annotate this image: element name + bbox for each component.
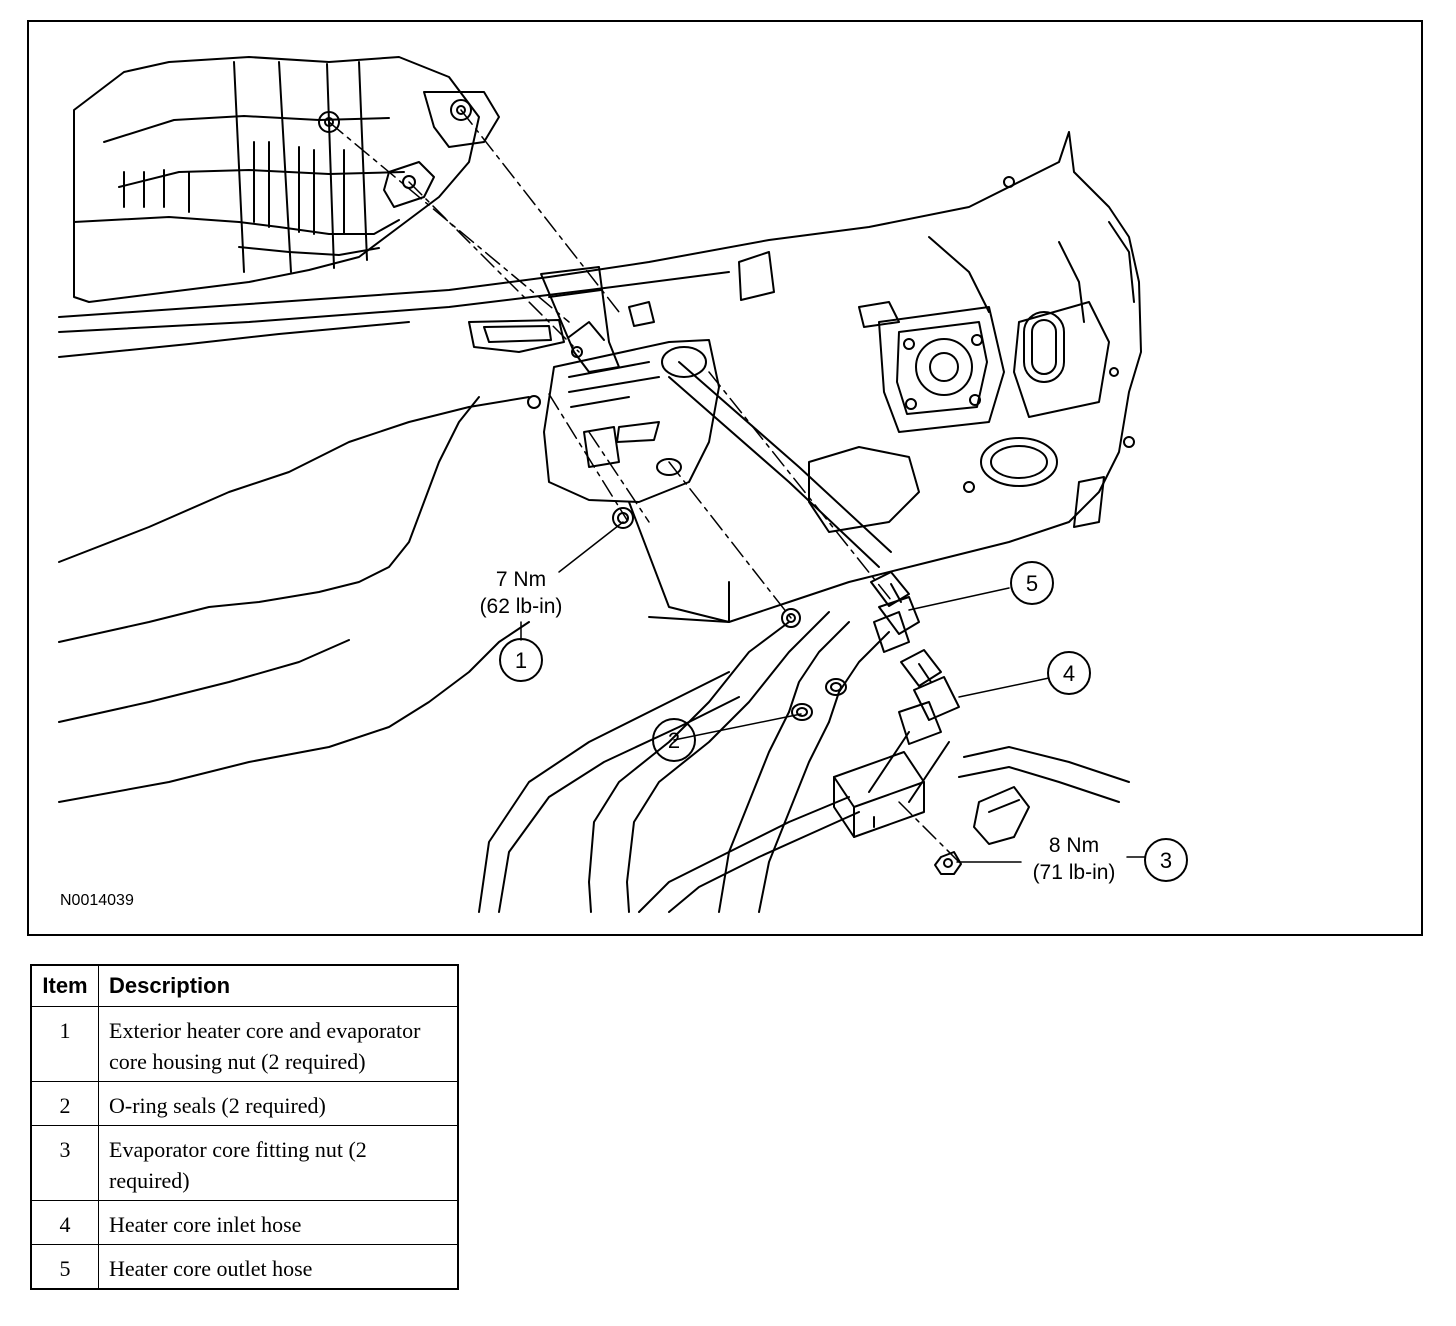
torque-label-1-lbin: (62 lb-in) bbox=[480, 595, 563, 618]
housing-nut-2 bbox=[781, 608, 801, 628]
legend-row: 4 Heater core inlet hose bbox=[30, 1200, 459, 1245]
legend-item-number: 5 bbox=[30, 1244, 99, 1290]
refrigerant-lines bbox=[478, 361, 892, 913]
legend-item-number: 3 bbox=[30, 1125, 99, 1201]
callout-circle-5 bbox=[1010, 561, 1054, 605]
legend-item-number: 1 bbox=[30, 1006, 99, 1082]
legend-item-number: 4 bbox=[30, 1200, 99, 1245]
torque-label-3-lbin: (71 lb-in) bbox=[1033, 861, 1116, 884]
callout-circle-4 bbox=[1047, 651, 1091, 695]
diagram-frame: 7 Nm (62 lb-in) 8 Nm (71 lb-in) 1 2 3 4 … bbox=[27, 20, 1423, 936]
legend-row: 3 Evaporator core fitting nut (2 require… bbox=[30, 1125, 459, 1201]
callout-number-1: 1 bbox=[515, 648, 527, 673]
pressure-switch bbox=[973, 786, 1030, 845]
callout-number-5: 5 bbox=[1026, 571, 1038, 596]
torque-label-1-nm: 7 Nm bbox=[496, 568, 546, 591]
blower-housing bbox=[73, 56, 500, 303]
figure-id: N0014039 bbox=[60, 892, 134, 909]
heater-core-diagram: 7 Nm (62 lb-in) 8 Nm (71 lb-in) 1 2 3 4 … bbox=[58, 56, 1188, 913]
legend-item-description: O-ring seals (2 required) bbox=[98, 1081, 459, 1126]
evaporator-core-block bbox=[833, 751, 925, 838]
callout-circle-1 bbox=[499, 638, 543, 682]
callout-number-3: 3 bbox=[1160, 848, 1172, 873]
legend-row: 2 O-ring seals (2 required) bbox=[30, 1081, 459, 1126]
legend-header-description: Description bbox=[98, 964, 459, 1007]
callout-number-4: 4 bbox=[1063, 661, 1075, 686]
legend-item-number: 2 bbox=[30, 1081, 99, 1126]
fitting-nut bbox=[934, 851, 962, 875]
legend-item-description: Evaporator core fitting nut (2 required) bbox=[98, 1125, 459, 1201]
legend-item-description: Heater core outlet hose bbox=[98, 1244, 459, 1290]
legend-row: 1 Exterior heater core and evaporator co… bbox=[30, 1006, 459, 1082]
dash-panel bbox=[58, 131, 1142, 803]
callout-circle-2 bbox=[652, 718, 696, 762]
legend-table: Item Description 1 Exterior heater core … bbox=[30, 964, 459, 1290]
torque-label-3-nm: 8 Nm bbox=[1049, 834, 1099, 857]
legend-item-description: Heater core inlet hose bbox=[98, 1200, 459, 1245]
legend-header-row: Item Description bbox=[30, 964, 459, 1007]
legend-item-description: Exterior heater core and evaporator core… bbox=[98, 1006, 459, 1082]
housing-nut-1 bbox=[612, 507, 634, 529]
assembly-guide-lines bbox=[328, 109, 960, 863]
callout-number-2: 2 bbox=[668, 728, 680, 753]
legend-header-item: Item bbox=[30, 964, 99, 1007]
hose-fitting-inlet bbox=[898, 649, 960, 745]
legend-row: 5 Heater core outlet hose bbox=[30, 1244, 459, 1290]
hose-fitting-outlet bbox=[870, 571, 920, 653]
o-ring-seals bbox=[791, 678, 847, 721]
callout-circle-3 bbox=[1144, 838, 1188, 882]
housing-plate bbox=[527, 321, 730, 623]
heater-hoses bbox=[718, 621, 1130, 913]
